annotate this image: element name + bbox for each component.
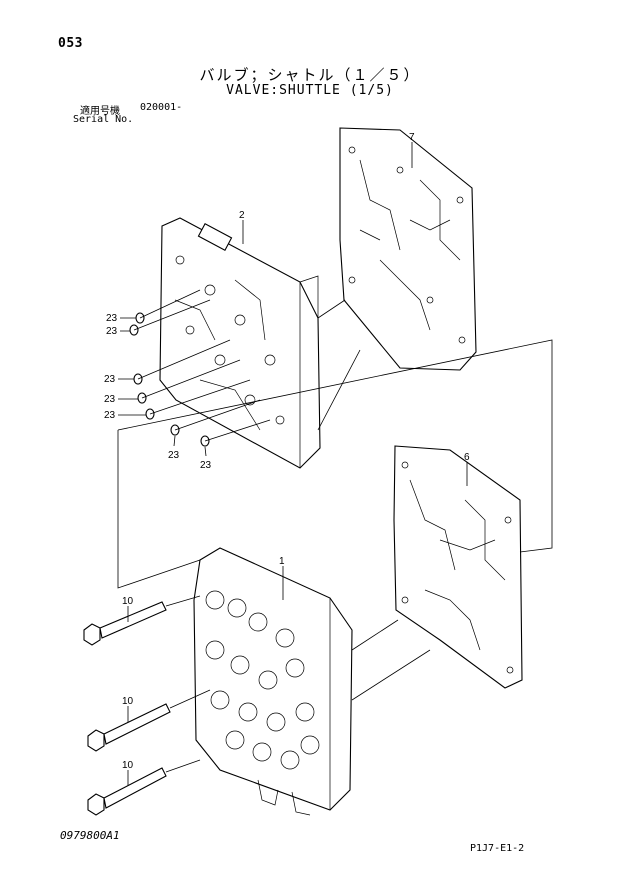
title-english: VALVE:SHUTTLE (1/5) <box>226 83 394 98</box>
callout-10-upper: 10 <box>122 596 134 607</box>
callout-10-middle: 10 <box>122 696 134 707</box>
bolt-10-middle <box>87 703 171 752</box>
valve-body-1 <box>193 547 353 816</box>
callout-23-e: 23 <box>104 410 116 421</box>
bolt-10-lower <box>87 767 167 816</box>
serial-label-english: Serial No. <box>73 114 134 125</box>
callout-7: 7 <box>409 132 415 143</box>
title-japanese: バルブ；シャトル（１／５） <box>199 66 421 84</box>
callout-23-g: 23 <box>200 460 212 471</box>
callout-23-a: 23 <box>106 313 118 324</box>
valve-housing-2 <box>159 217 321 469</box>
callout-23-d: 23 <box>104 394 116 405</box>
alignment-lines <box>117 142 553 786</box>
callout-6: 6 <box>464 452 470 463</box>
page-code: P1J7-E1-2 <box>470 843 525 854</box>
gasket-plate-6 <box>393 445 523 689</box>
callout-23-f: 23 <box>168 450 180 461</box>
callout-1: 1 <box>279 556 285 567</box>
callout-10-lower: 10 <box>122 760 134 771</box>
serial-value: 020001- <box>140 102 183 113</box>
serial-label-japanese: 適用号機 <box>80 106 120 117</box>
page-number: 053 <box>58 36 83 51</box>
gasket-plate-7 <box>339 127 477 371</box>
drawing-number: 0979800A1 <box>60 829 120 842</box>
callout-23-b: 23 <box>106 326 118 337</box>
callout-2: 2 <box>239 210 245 221</box>
callout-23-c: 23 <box>104 374 116 385</box>
bolt-10-upper <box>83 601 167 646</box>
